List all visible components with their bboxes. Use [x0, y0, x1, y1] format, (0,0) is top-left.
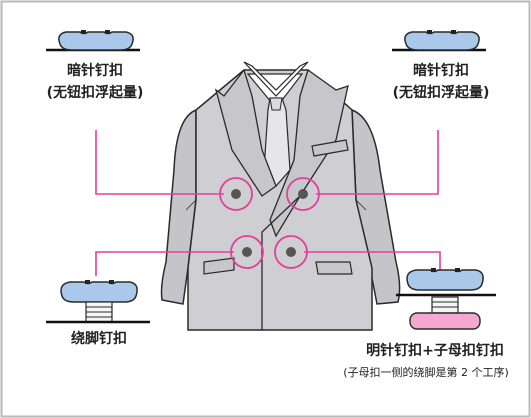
flat-sewn-button-icon-right	[392, 30, 486, 52]
label-bottom-left: 绕脚钉扣	[71, 331, 127, 347]
button-bottom-right	[274, 235, 308, 269]
left-pocket	[203, 257, 235, 275]
shank-button-icon	[46, 280, 150, 324]
left-lapel	[214, 68, 277, 197]
right-pocket	[315, 261, 353, 275]
jacket-buttons	[219, 177, 320, 269]
flat-sewn-button-icon-left	[46, 30, 140, 52]
right-lapel	[269, 68, 349, 238]
button-bottom-left	[230, 235, 264, 269]
label-top-right-subtitle: (无钮扣浮起量)	[392, 85, 490, 101]
label-top-left-subtitle: (无钮扣浮起量)	[46, 85, 144, 101]
jacket-illustration	[160, 61, 401, 331]
necktie	[263, 97, 291, 187]
button-top-right	[286, 177, 320, 211]
label-top-left-title: 暗针钉扣	[67, 63, 123, 79]
breast-pocket	[311, 139, 349, 157]
label-bottom-right-note: (子母扣一侧的绕脚是第 2 个工序)	[343, 366, 509, 379]
button-top-left	[219, 177, 253, 211]
snap-button-icon	[396, 268, 496, 330]
left-sleeve	[160, 108, 197, 305]
label-top-right-title: 暗针钉扣	[413, 63, 469, 79]
leader-lines	[95, 130, 441, 276]
label-bottom-right-title: 明针钉扣+子母扣钉扣	[366, 343, 504, 359]
right-sleeve	[351, 108, 401, 305]
